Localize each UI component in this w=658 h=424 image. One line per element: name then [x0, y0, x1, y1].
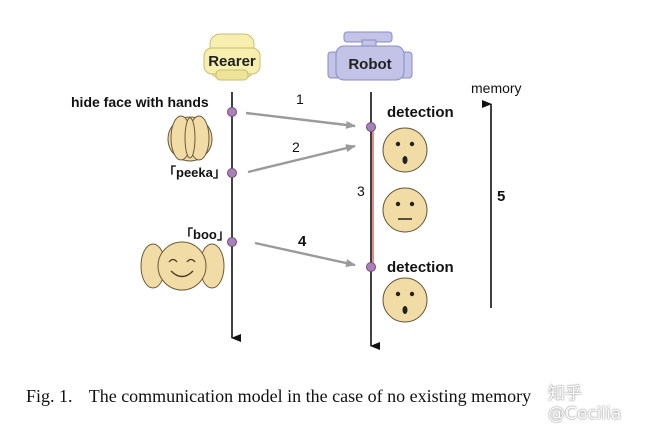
hide-face-label: hide face with hands — [71, 94, 209, 110]
figure-label: Fig. 1. — [26, 386, 73, 406]
rearer-label: Rearer — [208, 53, 256, 70]
rearer-node-boo — [227, 237, 237, 247]
message-arrow-2 — [247, 144, 356, 174]
peeka-label: 「peeka」 — [163, 165, 226, 180]
surprised-face-icon-2 — [382, 277, 428, 323]
surprised-face-icon — [382, 127, 428, 173]
figure-caption: Fig. 1. The communication model in the c… — [26, 386, 646, 407]
detection-label-1: detection — [387, 104, 454, 121]
detection-label-2: detection — [387, 259, 454, 276]
arrow-number-4: 4 — [298, 233, 307, 250]
arrow-number-2: 2 — [292, 139, 300, 155]
robot-node-detection-1 — [366, 122, 376, 132]
rearer-icon — [203, 33, 261, 81]
rearer-node-hide — [227, 107, 237, 117]
robot-node-detection-2 — [366, 262, 376, 272]
arrow-number-1: 1 — [296, 91, 304, 107]
watermark: 知乎 @Cecilia — [548, 384, 622, 424]
hands-covering-face-icon — [167, 115, 213, 162]
message-arrow-4 — [254, 241, 356, 267]
arrow-number-3: 3 — [357, 183, 365, 199]
rearer-node-peeka — [227, 168, 237, 178]
smiling-face-hands-out-icon — [140, 241, 225, 291]
robot-label: Robot — [348, 56, 391, 73]
robot-icon — [327, 31, 413, 81]
figure-caption-text: The communication model in the case of n… — [88, 386, 532, 406]
memory-label: memory — [471, 80, 522, 96]
neutral-face-icon — [382, 187, 428, 233]
message-arrow-1 — [245, 111, 356, 129]
arrow-number-5: 5 — [497, 188, 505, 205]
boo-label: 「boo」 — [180, 227, 230, 242]
